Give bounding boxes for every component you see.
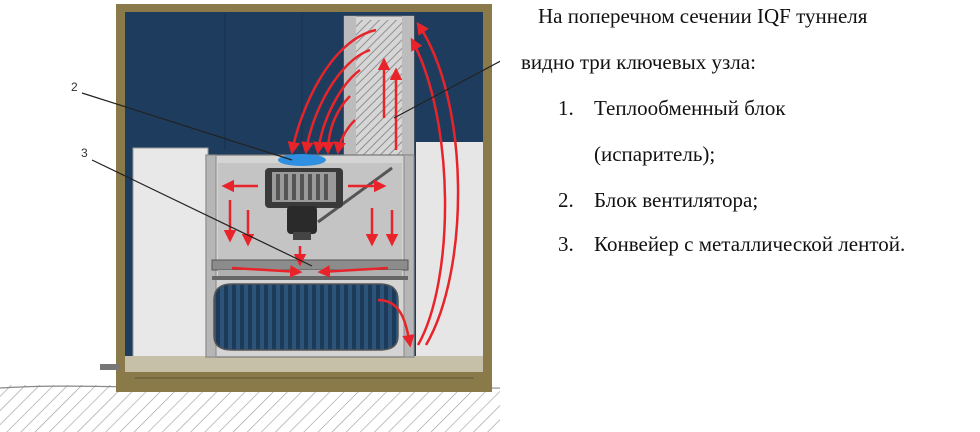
list-text-2: Блок вентилятора;	[594, 188, 759, 212]
list-number-1: 1.	[558, 96, 574, 120]
list-text-1-line2: (испаритель);	[594, 142, 716, 166]
callout-leaders	[81, 60, 500, 267]
callout-label-2: 2	[71, 80, 78, 94]
iqf-tunnel-cross-section	[0, 4, 500, 432]
intro-line-1: На поперечном сечении IQF туннеля	[538, 4, 868, 28]
conveyor-metal-belt	[211, 259, 409, 351]
fan-unit	[265, 154, 343, 240]
list-item-1-continuation: (испаритель);	[594, 142, 715, 167]
list-text-1: Теплообменный блок	[594, 96, 786, 120]
callout-label-3: 3	[81, 146, 88, 160]
list-number-2: 2.	[558, 188, 574, 212]
intro-line-2: видно три ключевых узла:	[521, 50, 756, 74]
list-number-3: 3.	[558, 232, 574, 256]
ground-hatching	[0, 384, 500, 432]
list-text-3: Конвейер с металлической лентой.	[594, 232, 906, 256]
airflow-arrows	[221, 21, 460, 348]
heat-exchanger-evaporator	[343, 15, 415, 167]
